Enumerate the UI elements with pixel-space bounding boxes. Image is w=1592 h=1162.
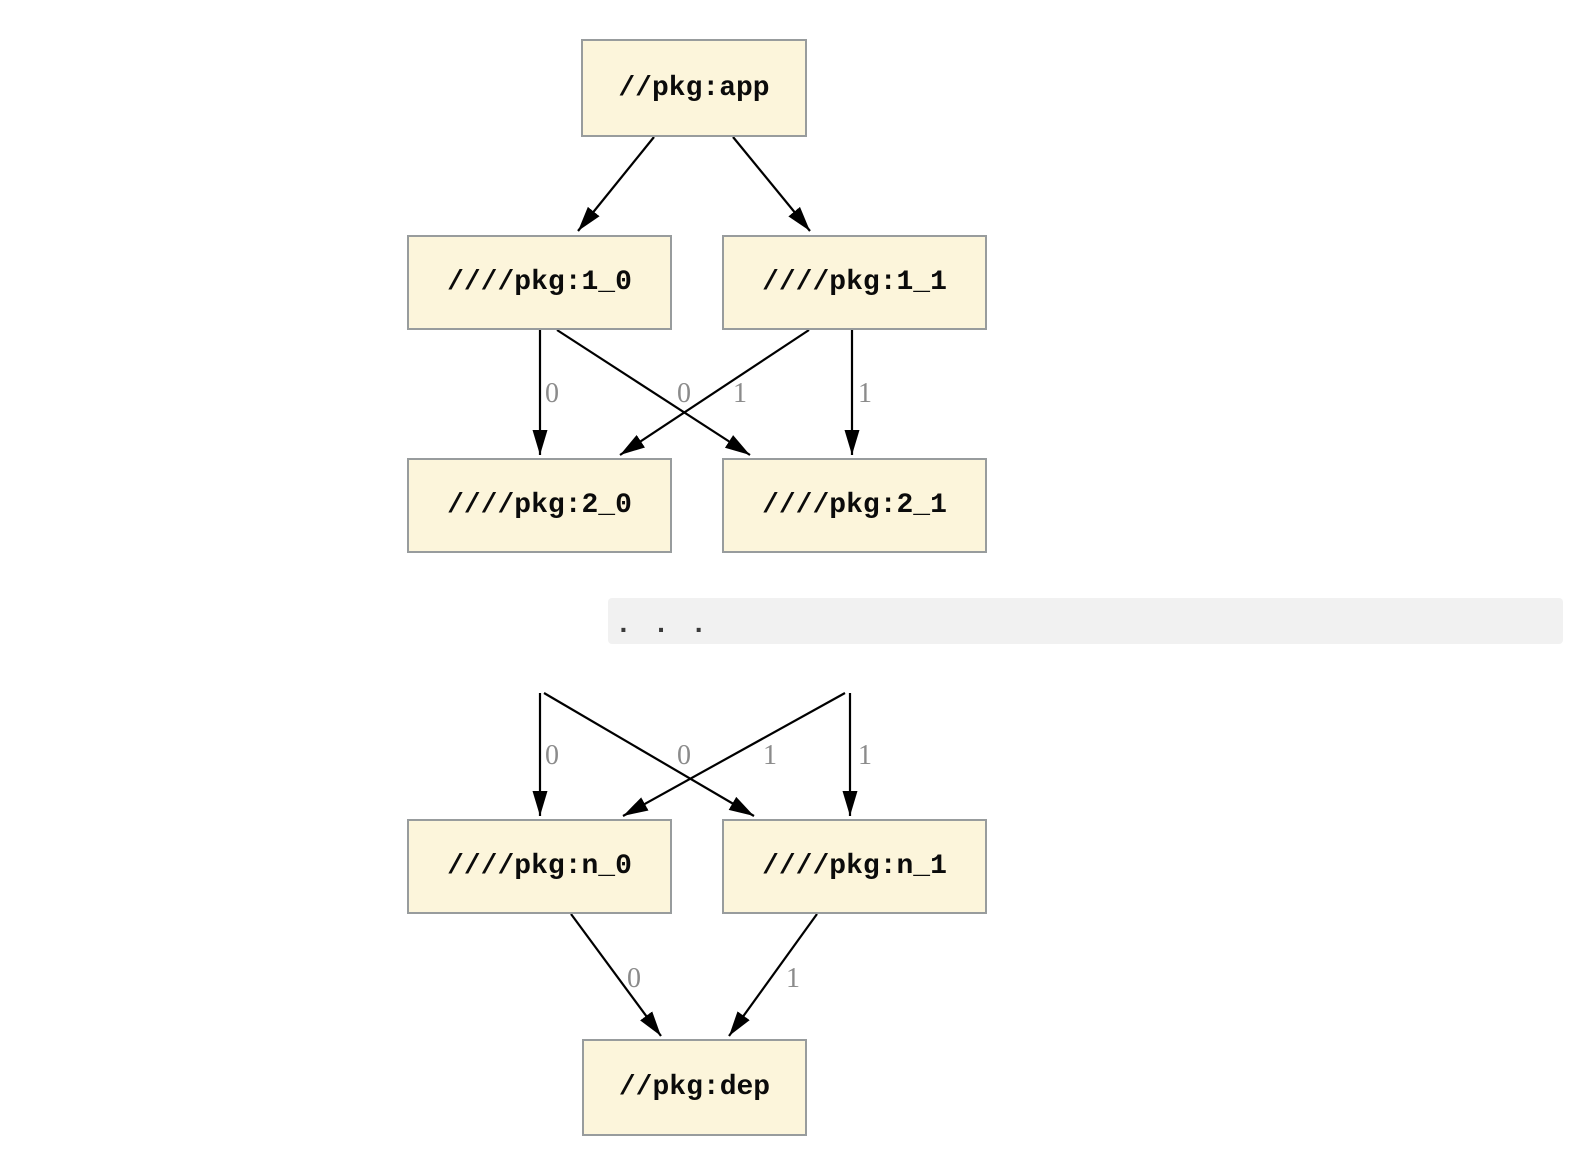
- edge-app-to-1-0: [577, 136, 655, 232]
- node-label: ////pkg:n_0: [447, 851, 632, 882]
- edge-app-to-1-1: [732, 136, 811, 232]
- edge-label: 0: [627, 963, 641, 994]
- node-pkg-1-1: ////pkg:1_1: [722, 235, 987, 330]
- node-pkg-dep: //pkg:dep: [582, 1039, 807, 1136]
- edge-ellipsis-to-n-0-alt: [622, 692, 846, 817]
- edge-n-1-to-dep: [728, 913, 818, 1037]
- node-pkg-1-0: ////pkg:1_0: [407, 235, 672, 330]
- edge-label: 1: [858, 740, 872, 771]
- node-label: ////pkg:1_0: [447, 267, 632, 298]
- edge-label: 1: [858, 378, 872, 409]
- edge-n-0-to-dep: [570, 913, 662, 1037]
- node-pkg-2-0: ////pkg:2_0: [407, 458, 672, 553]
- node-pkg-app: //pkg:app: [581, 39, 807, 137]
- node-label: ////pkg:2_1: [762, 490, 947, 521]
- edge-1-1-to-2-0: [619, 329, 810, 456]
- edge-label: 1: [786, 963, 800, 994]
- node-label: //pkg:app: [618, 72, 770, 104]
- edge-label: 0: [677, 378, 691, 409]
- edge-label: 0: [545, 378, 559, 409]
- node-pkg-2-1: ////pkg:2_1: [722, 458, 987, 553]
- node-label: ////pkg:1_1: [762, 267, 947, 298]
- node-label: ////pkg:n_1: [762, 851, 947, 882]
- edge-label: 1: [763, 740, 777, 771]
- edge-label: 0: [677, 740, 691, 771]
- node-label: ////pkg:2_0: [447, 490, 632, 521]
- edge-1-0-to-2-1: [556, 329, 751, 456]
- edge-label: 0: [545, 740, 559, 771]
- ellipsis-dots: . . .: [615, 610, 708, 641]
- node-pkg-n-0: ////pkg:n_0: [407, 819, 672, 914]
- node-pkg-n-1: ////pkg:n_1: [722, 819, 987, 914]
- edge-ellipsis-to-n-1: [543, 692, 755, 817]
- ellipsis-bar: . . .: [608, 598, 1563, 644]
- node-label: //pkg:dep: [618, 1072, 771, 1103]
- edge-label: 1: [733, 378, 747, 409]
- edge-labels: 0 0 1 1 0 0 1 1 0 1: [545, 378, 872, 994]
